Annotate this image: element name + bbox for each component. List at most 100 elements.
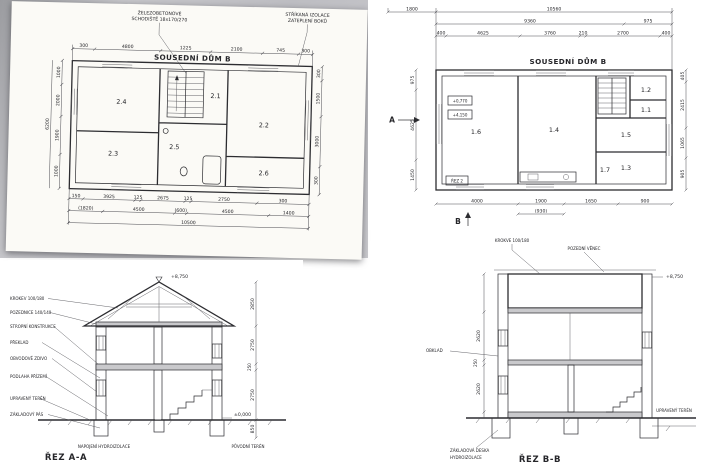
dim: 975 — [644, 19, 653, 25]
dim: 2620 — [476, 330, 482, 342]
callout-label: UPRAVENÝ TERÉN — [10, 396, 46, 401]
section-b-panel: KROKVE 100/180 POZEDNÍ VĚNEC +8,750 OBKL… — [420, 230, 723, 468]
callout-hydro: NAPOJENÍ HYDROIZOLACE — [78, 444, 131, 449]
note-stair-line1: ŽELEZOBETONOVÉ — [138, 8, 182, 17]
dim: 400 — [662, 31, 671, 37]
callout-label: PODLAHA PŘÍZEMÍ — [10, 374, 48, 379]
leader-lines — [39, 298, 119, 429]
dim: 4800 — [122, 44, 134, 50]
dim: 1225 — [180, 45, 192, 51]
windows — [71, 61, 312, 194]
dim: 300 — [279, 198, 288, 204]
windows — [497, 329, 653, 395]
section-marker-a — [398, 117, 420, 123]
windows — [95, 335, 223, 397]
walls — [435, 69, 673, 191]
dim: 1000 — [54, 165, 60, 177]
callout-label: ZÁKLADOVÝ PÁS — [10, 412, 44, 417]
section-ref-box: ŘEZ 2 — [451, 179, 463, 184]
elevation-top: +8,750 — [666, 274, 683, 280]
kitchen-counter — [519, 171, 577, 183]
dim: 1000 — [56, 66, 62, 78]
callout-foundation-slab: ZÁKLADOVÁ DESKA — [450, 448, 490, 453]
dim: 1650 — [585, 199, 597, 205]
room-label: 1.5 — [621, 131, 631, 139]
dim: 250 — [473, 359, 478, 367]
elevation-floor: ±0,000 — [234, 412, 251, 418]
dim: 3000 — [314, 136, 320, 148]
section-marker-b — [465, 212, 471, 226]
dim: 2700 — [617, 31, 629, 37]
room-label: 1.3 — [621, 164, 631, 172]
callout-label: STROPNÍ KONSTRUKCE — [10, 324, 56, 329]
floor-plan-b-panel: SOUSEDNÍ DŮM B 1800 10560 9360 975 400 4… — [368, 0, 723, 230]
dim: 2750 — [218, 197, 230, 203]
leader-lines — [449, 244, 663, 449]
dim-total-left: 6200 — [45, 118, 51, 130]
section-marker-b-label: B — [455, 217, 461, 226]
dimension-lines — [155, 276, 258, 440]
callout-wallplate: POZEDNÍ VĚNEC — [568, 246, 601, 251]
dim: 3760 — [544, 31, 556, 37]
dim: 1800 — [406, 7, 418, 13]
dim: 905 — [680, 170, 686, 179]
dim: 125 — [134, 195, 143, 201]
dim: 1065 — [680, 137, 686, 149]
windows — [436, 70, 672, 190]
room-label: 2.2 — [259, 121, 269, 129]
room-label: 2.5 — [169, 143, 179, 151]
dim: 10560 — [547, 7, 562, 13]
callout-label: POZEDNICE 140/140 — [10, 310, 52, 315]
dim: 900 — [641, 199, 650, 205]
callout-label: OBVODOVÉ ZDIVO — [10, 356, 47, 361]
section-a-title: ŘEZ A-A — [45, 451, 87, 463]
dim: 2750 — [250, 339, 256, 351]
note-insulation-line2: ZATEPLENÍ BOKŮ — [288, 17, 327, 25]
dim: 2620 — [476, 383, 482, 395]
dim: 150 — [72, 193, 81, 199]
dim: 2750 — [250, 389, 256, 401]
callout-rafters: KROKVE 100/180 — [495, 238, 530, 243]
dim: 300 — [316, 69, 322, 78]
dim: 300 — [313, 176, 319, 185]
dimension-lines — [386, 8, 688, 216]
dim: 210 — [579, 31, 588, 37]
section-a-panel: KROKEV 100/180 POZEDNICE 140/140 STROPNÍ… — [8, 260, 303, 466]
dim: 1450 — [410, 169, 416, 181]
stairs — [162, 389, 212, 421]
elevation-box-label: +4,150 — [453, 113, 468, 118]
dim: 1900 — [54, 129, 60, 141]
photo-background: ŽELEZOBETONOVÉ SCHODIŠTĚ 18x170/270 STŘÍ… — [0, 0, 368, 260]
dimension-lines — [482, 272, 486, 418]
callout-cladding: OBKLAD — [426, 348, 443, 353]
section-b-title: ŘEZ B-B — [519, 453, 561, 465]
room-label: 1.4 — [549, 126, 559, 134]
dim-total-bottom: 10500 — [181, 220, 196, 226]
dim: 2415 — [680, 99, 686, 111]
leader-lines — [158, 22, 308, 74]
room-label: 2.1 — [210, 92, 220, 100]
floor-plan-b-drawing: SOUSEDNÍ DŮM B 1800 10560 9360 975 400 4… — [386, 7, 688, 226]
elevation-box-label: +0,770 — [453, 99, 468, 104]
dim: 4500 — [222, 209, 234, 215]
dimension-lines — [48, 44, 324, 231]
dim: 125 — [184, 196, 193, 202]
dim: 4500 — [133, 207, 145, 213]
callout-waterproofing: HYDROIZOLACE — [450, 455, 482, 460]
stairs — [606, 387, 642, 413]
room-label: 1.6 — [471, 128, 481, 136]
dim: 2675 — [157, 195, 169, 201]
dim: 405 — [680, 72, 686, 81]
room-label: 2.3 — [108, 150, 118, 158]
elevation-boxes — [445, 95, 473, 186]
dim: 4625 — [477, 31, 489, 37]
section-marker-a-label: A — [389, 116, 395, 125]
callout-label: PŘEKLAD — [10, 340, 28, 345]
dim: 4625 — [410, 119, 416, 131]
section-a-drawing: KROKEV 100/180 POZEDNICE 140/140 STROPNÍ… — [10, 274, 286, 463]
staircase — [597, 77, 627, 115]
dim: 9360 — [524, 19, 536, 25]
dim: 300 — [79, 43, 88, 49]
dim: (600) — [174, 208, 187, 214]
